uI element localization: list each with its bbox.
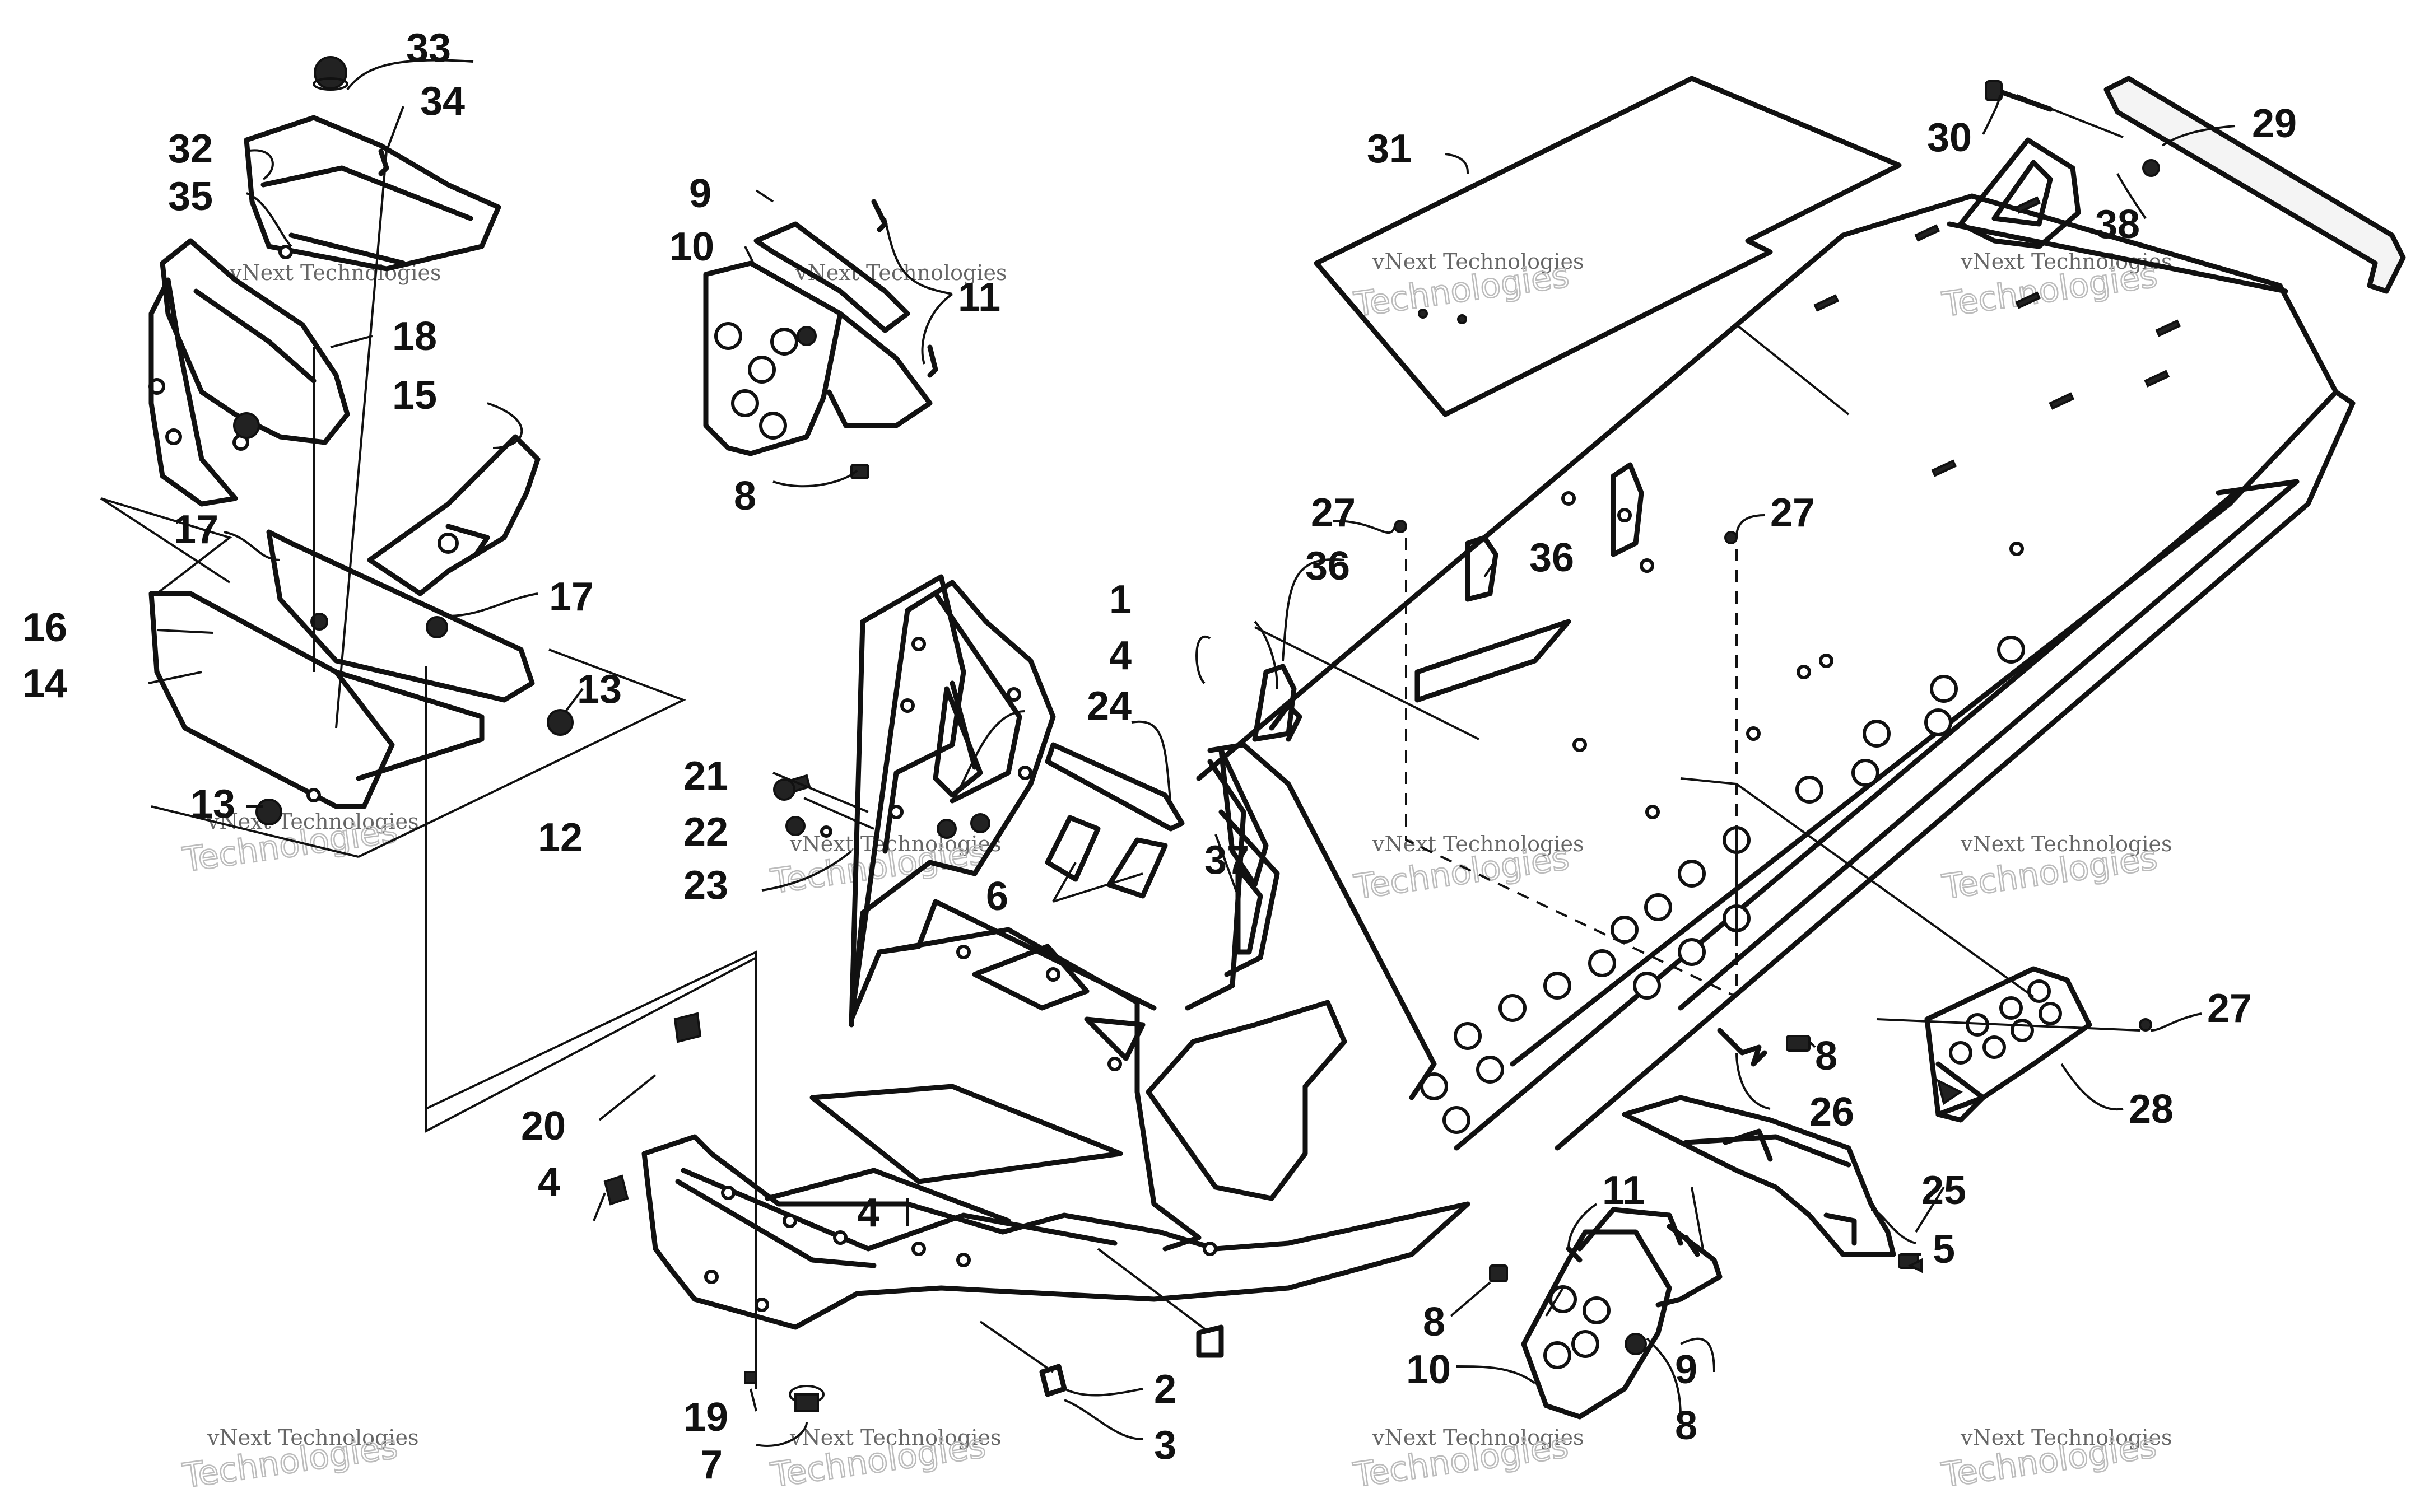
callout-10b: 10 — [1406, 1347, 1451, 1392]
callout-12: 12 — [538, 815, 583, 860]
lower-shield-bracket — [1489, 1207, 1723, 1420]
bulkhead-holes — [889, 637, 1122, 1071]
callout-4a: 4 — [1109, 633, 1132, 678]
callout-14: 14 — [22, 661, 67, 706]
callout-33: 33 — [406, 26, 451, 71]
callout-28: 28 — [2129, 1087, 2174, 1132]
callout-24: 24 — [1087, 684, 1132, 729]
callout-35: 35 — [168, 174, 213, 219]
running-board-brace — [1622, 1028, 1919, 1269]
callout-11a: 11 — [958, 275, 1000, 320]
callout-22: 22 — [683, 810, 728, 855]
callout-7: 7 — [700, 1443, 723, 1487]
callout-15: 15 — [392, 373, 437, 418]
svg-text:vNext Technologies: vNext Technologies — [1372, 249, 1584, 274]
callout-13b: 13 — [190, 782, 235, 827]
callout-4b: 4 — [538, 1160, 560, 1205]
callout-27c: 27 — [2207, 986, 2252, 1031]
tunnel-mat — [1314, 76, 1902, 417]
callout-4c: 4 — [857, 1191, 879, 1235]
tunnel-slots — [1813, 196, 2181, 477]
callout-30: 30 — [1927, 115, 1972, 160]
callout-26: 26 — [1809, 1090, 1854, 1135]
callout-27b: 27 — [1770, 491, 1815, 535]
callout-32: 32 — [168, 127, 213, 171]
svg-text:vNext Technologies: vNext Technologies — [1960, 1425, 2172, 1450]
svg-text:vNext Technologies: vNext Technologies — [789, 1425, 1001, 1450]
front-guide-box — [425, 666, 757, 1389]
callout-31: 31 — [1367, 127, 1412, 171]
watermark: vNext Technologies Technologies — [1351, 249, 1584, 325]
callout-27a: 27 — [1311, 491, 1356, 535]
callout-17b: 17 — [549, 575, 594, 619]
watermark: vNext Technologies Technologies — [767, 1425, 1001, 1496]
svg-text:vNext Technologies: vNext Technologies — [207, 809, 418, 834]
bumper-holes — [704, 1186, 1217, 1312]
callout-25: 25 — [1921, 1168, 1966, 1213]
svg-text:vNext Technologies: vNext Technologies — [1960, 832, 2172, 856]
callout-17a: 17 — [174, 507, 218, 552]
callout-8d: 8 — [1675, 1403, 1697, 1448]
steering-hardware — [773, 742, 1269, 899]
steering-support — [148, 238, 541, 596]
callout-29: 29 — [2252, 101, 2297, 146]
callout-10a: 10 — [669, 225, 714, 269]
callout-23: 23 — [683, 863, 728, 908]
watermark: vNext Technologies — [795, 260, 1007, 285]
watermark: vNext Technologies Technologies — [179, 1425, 418, 1497]
steering-support-cover — [244, 56, 501, 272]
callout-9b: 9 — [1675, 1347, 1697, 1392]
callout-36a: 36 — [1305, 544, 1350, 589]
callout-34: 34 — [420, 79, 465, 124]
fasteners — [603, 1012, 1923, 1412]
rear-bumper — [1958, 76, 2406, 294]
leader-lines — [148, 59, 2236, 1447]
callout-20: 20 — [521, 1104, 566, 1149]
callout-8b: 8 — [1815, 1034, 1837, 1079]
callout-8c: 8 — [1423, 1300, 1445, 1345]
watermarks: vNext Technologies Technologies vNext Te… — [179, 249, 2172, 1497]
callout-9a: 9 — [689, 171, 711, 216]
svg-text:vNext Technologies: vNext Technologies — [1372, 1425, 1584, 1450]
callout-6: 6 — [986, 874, 1008, 919]
callout-5: 5 — [1933, 1227, 1955, 1272]
svg-text:vNext Technologies: vNext Technologies — [795, 260, 1007, 285]
bracket-guides — [100, 497, 687, 858]
callout-8a: 8 — [734, 474, 756, 519]
callout-13a: 13 — [577, 667, 622, 712]
svg-text:vNext Technologies: vNext Technologies — [207, 1425, 418, 1450]
callout-3: 3 — [1154, 1423, 1176, 1468]
watermark: vNext Technologies Technologies — [1350, 1425, 1584, 1496]
callout-11b: 11 — [1602, 1168, 1645, 1213]
watermark: vNext Technologies Technologies — [1939, 832, 2172, 908]
watermark: vNext Technologies Technologies — [1938, 1425, 2172, 1496]
callouts: 33 34 32 35 18 15 17 17 16 14 13 13 12 9… — [22, 26, 2297, 1487]
front-frame — [641, 574, 1470, 1330]
steering-mount-bracket — [148, 529, 574, 825]
callout-19: 19 — [683, 1395, 728, 1440]
callout-18: 18 — [392, 314, 437, 359]
chassis-tunnel — [1196, 193, 2356, 1151]
callout-37: 37 — [1204, 838, 1249, 883]
tunnel-clips — [1252, 462, 2152, 1032]
callout-2: 2 — [1154, 1367, 1176, 1412]
svg-text:vNext Technologies: vNext Technologies — [1372, 832, 1584, 856]
callout-16: 16 — [22, 605, 67, 650]
callout-38: 38 — [2095, 202, 2140, 247]
callout-1: 1 — [1109, 577, 1132, 622]
callout-36b: 36 — [1529, 535, 1574, 580]
upper-shield-bracket — [703, 199, 938, 479]
callout-21: 21 — [683, 754, 728, 799]
tunnel-holes — [1561, 491, 2024, 819]
rear-footrest — [1924, 966, 2092, 1123]
